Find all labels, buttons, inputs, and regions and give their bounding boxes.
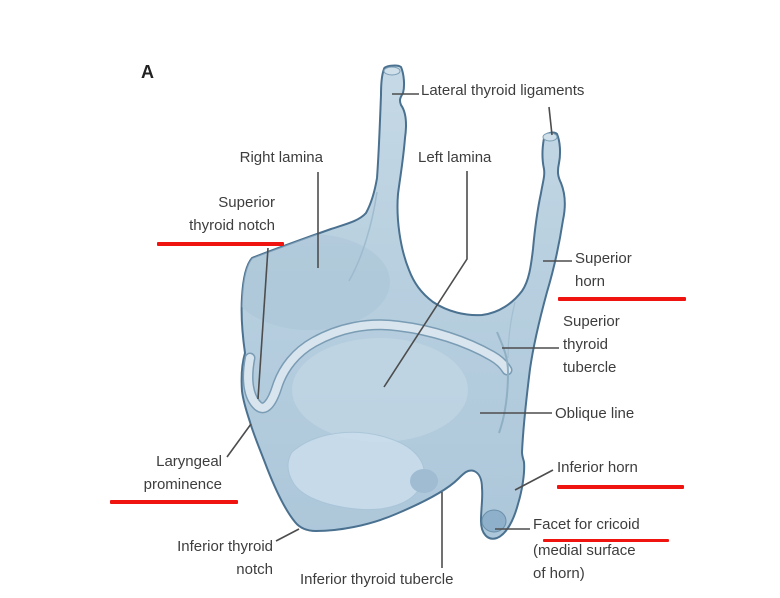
label-facet-for-cricoid: Facet for cricoid (medial surface of hor… [533,516,640,582]
underline-inferior-horn [557,485,684,489]
leader-left-lamina [383,171,468,388]
right-horn-base-contour [507,301,516,359]
underline-superior-horn [558,297,686,301]
facet-for-cricoid-oval [481,509,507,533]
left-horn-tip-cap [383,66,401,76]
leader-lateral-thyroid-ligaments-right [548,106,553,136]
right-lamina-shading [241,234,390,330]
label-left-lamina: Left lamina [418,149,492,166]
underline-laryngeal-prominence [110,500,238,504]
inferior-thyroid-tubercle-bump [410,469,438,493]
label-inferior-horn: Inferior horn [557,459,638,476]
label-lateral-thyroid-ligaments: Lateral thyroid ligaments [421,82,585,99]
rim-band [244,320,511,412]
label-laryngeal-prominence: Laryngeal prominence [143,453,222,493]
underline-facet-for-cricoid [543,539,669,542]
left-horn-base-contour [348,191,378,282]
lower-body-highlight [287,431,425,511]
underline-superior-thyroid-notch [157,242,284,246]
label-inferior-thyroid-notch: Inferior thyroid notch [177,538,273,578]
panel-letter: A [141,62,154,82]
label-superior-horn: Superior horn [575,250,632,290]
leader-superior-thyroid-notch [257,247,269,400]
leader-inferior-thyroid-notch [275,528,300,542]
leader-laryngeal-prominence [226,423,252,458]
label-inferior-thyroid-tubercle: Inferior thyroid tubercle [300,571,454,588]
oblique-line-ridge [496,331,510,434]
right-horn-tip-cap [542,132,558,142]
label-oblique-line: Oblique line [555,405,635,422]
label-superior-thyroid-tubercle: Superior thyroid tubercle [563,313,620,376]
leader-inferior-horn [514,469,554,491]
label-right-lamina: Right lamina [239,149,323,166]
label-superior-thyroid-notch: Superior thyroid notch [189,194,275,234]
left-lamina-highlight [292,338,468,442]
